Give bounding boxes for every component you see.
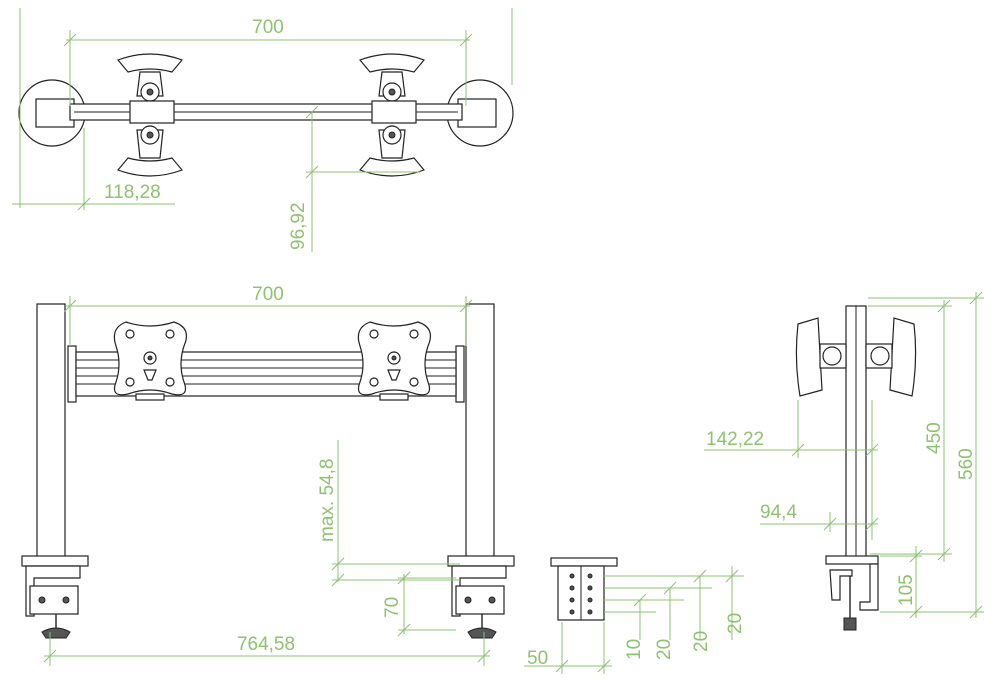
detail-top-plate bbox=[550, 557, 618, 567]
front-right-vesa-plate bbox=[357, 321, 431, 401]
dim-side-105: 105 bbox=[896, 574, 917, 606]
side-knob bbox=[843, 617, 857, 631]
dim-side-450: 450 bbox=[924, 422, 945, 454]
front-left-vesa-plate bbox=[113, 321, 187, 401]
right-post-square bbox=[457, 98, 497, 128]
top-right-clamp-block bbox=[371, 100, 417, 124]
top-right-lower-mount bbox=[358, 125, 426, 177]
top-view: 700 118,28 96,92 bbox=[12, 8, 514, 252]
front-right-knob bbox=[467, 627, 497, 639]
dim-side-142-22: 142,22 bbox=[706, 429, 764, 450]
dim-top-700: 700 bbox=[252, 17, 284, 38]
dim-front-700: 700 bbox=[252, 284, 284, 305]
dim-front-764-58: 764,58 bbox=[237, 634, 295, 655]
top-left-clamp-block bbox=[129, 100, 175, 124]
dim-detail-20-b: 20 bbox=[691, 631, 712, 652]
front-left-clamp-jaw bbox=[29, 585, 79, 615]
dim-top-96-92: 96,92 bbox=[288, 202, 309, 250]
dim-detail-20-c: 20 bbox=[725, 613, 746, 634]
dim-side-94-4: 94,4 bbox=[760, 502, 797, 523]
dim-front-max-54-8: max. 54,8 bbox=[317, 459, 338, 542]
front-right-post bbox=[465, 303, 495, 561]
front-left-post bbox=[36, 303, 66, 561]
left-post-square bbox=[35, 98, 75, 128]
dim-detail-50: 50 bbox=[527, 648, 548, 669]
detail-view: 10 20 20 20 50 bbox=[524, 557, 746, 674]
side-view: 142,22 94,4 450 560 105 bbox=[704, 291, 984, 631]
front-view: 700 max. 54,8 70 764,58 bbox=[21, 284, 515, 666]
dim-top-118-28: 118,28 bbox=[104, 182, 161, 203]
front-left-knob bbox=[41, 627, 71, 639]
dim-detail-10: 10 bbox=[624, 639, 645, 660]
top-left-lower-mount bbox=[116, 125, 184, 177]
dim-front-70: 70 bbox=[382, 597, 403, 618]
front-left-base bbox=[21, 555, 89, 567]
top-left-upper-mount bbox=[116, 53, 184, 102]
side-left-vesa bbox=[795, 317, 823, 397]
dim-detail-20-a: 20 bbox=[654, 639, 675, 660]
front-right-clamp-jaw bbox=[455, 585, 505, 615]
side-clamp bbox=[859, 563, 879, 611]
side-right-vesa bbox=[889, 317, 917, 397]
top-right-upper-mount bbox=[358, 53, 426, 102]
side-base bbox=[825, 555, 879, 565]
dim-side-560: 560 bbox=[956, 448, 977, 480]
